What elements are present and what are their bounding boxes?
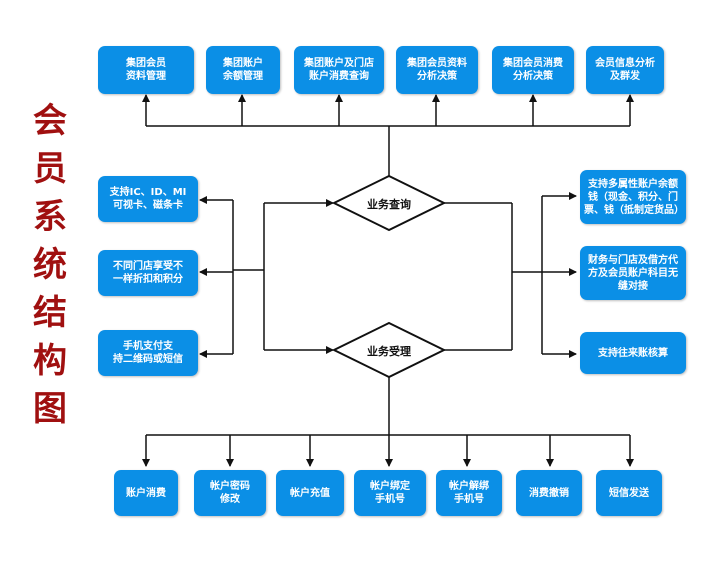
accept-label: 业务受理 <box>367 345 411 358</box>
bottom-box-recharge: 帐户充值 <box>276 470 344 516</box>
title-char-7: 图 <box>33 389 67 429</box>
bottom-box-bind-phone: 帐户绑定 手机号 <box>354 470 426 516</box>
right-box-multi-account: 支持多属性账户余额 钱（现金、积分、门 票、钱（抵制定货品） <box>580 170 686 224</box>
right-box-settlement: 支持往来账核算 <box>580 332 686 374</box>
query-label: 业务查询 <box>367 198 411 211</box>
top-box-info-broadcast: 会员信息分析 及群发 <box>586 46 664 94</box>
query-diamond <box>331 174 447 232</box>
bottom-box-unbind-phone: 帐户解绑 手机号 <box>436 470 502 516</box>
title-char-3: 系 <box>33 197 67 237</box>
title-char-6: 构 <box>33 341 67 381</box>
bottom-box-revoke: 消费撤销 <box>516 470 582 516</box>
right-box-finance: 财务与门店及借方代 方及会员账户科目无 缝对接 <box>580 246 686 300</box>
bottom-box-sms: 短信发送 <box>596 470 662 516</box>
top-box-consumption-analysis: 集团会员消费 分析决策 <box>492 46 574 94</box>
accept-diamond <box>331 321 447 379</box>
top-box-consumption-query: 集团账户及门店 账户消费查询 <box>294 46 384 94</box>
left-box-mobile-pay: 手机支付支 持二维码或短信 <box>98 330 198 376</box>
title-char-4: 统 <box>33 245 67 285</box>
left-box-store-discount: 不同门店享受不 一样折扣和积分 <box>98 250 198 296</box>
title-char-2: 员 <box>33 149 67 189</box>
top-box-data-analysis: 集团会员资料 分析决策 <box>396 46 478 94</box>
bottom-box-password: 帐户密码 修改 <box>194 470 266 516</box>
title-char-1: 会 <box>33 101 67 141</box>
title-char-5: 结 <box>33 293 67 333</box>
top-box-balance: 集团账户 余额管理 <box>206 46 280 94</box>
top-box-member-data: 集团会员 资料管理 <box>98 46 194 94</box>
left-box-card-types: 支持IC、ID、MI 可视卡、磁条卡 <box>98 176 198 222</box>
bottom-box-consume: 账户消费 <box>114 470 178 516</box>
